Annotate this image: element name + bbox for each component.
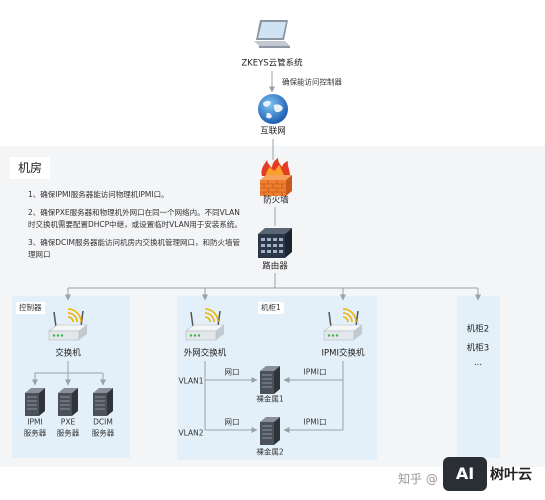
watermark-text: 知乎 @: [398, 472, 438, 486]
room-notes: 1、确保IPMI服务器能访问物理机IPMI口。 2、确保PXE服务器和物理机外网…: [28, 189, 242, 267]
server-icon: [91, 387, 115, 417]
cabinet-2-label: 机柜2: [466, 324, 490, 335]
ipmi-server-label: 服务器: [23, 428, 47, 438]
controller-panel-title: 控制器: [16, 302, 45, 314]
server-icon: [258, 365, 282, 395]
wireless-switch-icon: [183, 307, 227, 343]
ipmi-port-label: IPMI口: [303, 367, 327, 377]
note-item: 3、确保DCIM服务器能访问机房内交换机管理网口，和防火墙管理网口: [28, 238, 240, 259]
dcim-server-label: 服务器: [91, 428, 115, 438]
brand-name: 树叶云: [490, 467, 532, 483]
server-icon: [56, 387, 80, 417]
cabinet-3-label: 机柜3: [466, 343, 490, 354]
external-switch-label: 外网交换机: [183, 348, 227, 359]
laptop-icon: [251, 18, 293, 50]
controller-switch-label: 交换机: [55, 348, 81, 359]
port-label: 网口: [224, 417, 240, 427]
internet-label: 互联网: [260, 126, 286, 137]
cabinet1-panel-title: 机柜1: [258, 302, 284, 314]
dcim-server-label: DCIM: [93, 417, 113, 427]
bare-metal-2-label: 裸金属2: [256, 447, 284, 457]
ipmi-port-label: IPMI口: [303, 417, 327, 427]
router-label: 路由器: [262, 261, 288, 272]
pxe-server-label: PXE: [60, 417, 76, 427]
vlan1-label: VLAN1: [178, 376, 204, 386]
port-label: 网口: [224, 367, 240, 377]
vlan2-label: VLAN2: [178, 428, 204, 438]
machine-room-title: 机房: [10, 157, 50, 179]
note-item: 2、确保PXE服务器和物理机外网口在同一个网络内。不同VLAN时交换机需要配置D…: [28, 208, 242, 229]
wireless-switch-icon: [321, 307, 365, 343]
firewall-icon: [256, 158, 296, 198]
access-controller-note: 确保能访问控制器: [282, 77, 342, 87]
laptop-label: ZKEYS云管系统: [241, 58, 303, 69]
bare-metal-1-label: 裸金属1: [256, 394, 284, 404]
router-icon: [255, 225, 295, 259]
server-icon: [23, 387, 47, 417]
more-cabinets-ellipsis: ···: [473, 360, 483, 371]
pxe-server-label: 服务器: [56, 428, 80, 438]
globe-icon: [257, 93, 289, 125]
controller-panel: [12, 296, 130, 458]
server-icon: [258, 416, 282, 446]
other-cabinets-panel: [457, 296, 500, 458]
ipmi-server-label: IPMI: [27, 417, 43, 427]
note-item: 1、确保IPMI服务器能访问物理机IPMI口。: [28, 190, 169, 199]
wireless-switch-icon: [46, 307, 90, 343]
firewall-label: 防火墙: [263, 195, 289, 206]
ipmi-switch-label: IPMI交换机: [321, 348, 365, 359]
brand-logo: AI: [443, 457, 487, 491]
